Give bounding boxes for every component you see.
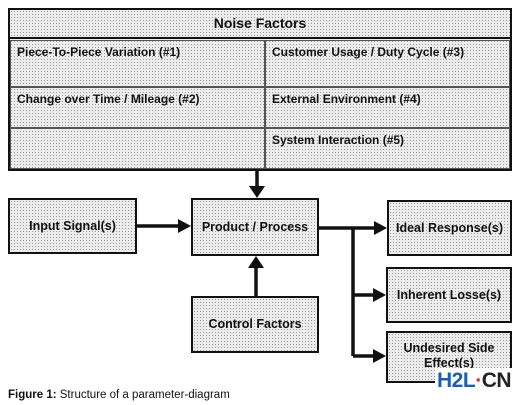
ideal-response-box: Ideal Response(s) bbox=[387, 200, 512, 256]
product-process-box: Product / Process bbox=[191, 198, 319, 256]
noise-cell-piece-to-piece: Piece-To-Piece Variation (#1) bbox=[10, 40, 265, 87]
watermark-logo: H2L · CN bbox=[435, 368, 514, 394]
input-arrowhead bbox=[178, 219, 191, 233]
noise-cell-empty bbox=[10, 128, 265, 169]
ideal-arrowhead bbox=[374, 221, 387, 235]
input-signal-box: Input Signal(s) bbox=[8, 198, 137, 254]
noise-factors-table bbox=[8, 8, 512, 171]
figure-caption-label: Figure 1: bbox=[8, 389, 57, 401]
figure-caption: Figure 1: Structure of a parameter-diagr… bbox=[8, 389, 230, 403]
control-arrowhead bbox=[248, 256, 264, 268]
noise-cell-external-environment: External Environment (#4) bbox=[265, 87, 510, 128]
noise-factors-title: Noise Factors bbox=[8, 8, 512, 39]
losses-arrowhead bbox=[373, 288, 386, 302]
noise-cell-change-over-time: Change over Time / Mileage (#2) bbox=[10, 87, 265, 128]
noise-arrowhead bbox=[249, 186, 265, 198]
inherent-losses-box: Inherent Losse(s) bbox=[386, 267, 512, 323]
side-effects-arrowhead bbox=[373, 349, 386, 363]
control-factors-box: Control Factors bbox=[191, 296, 319, 353]
watermark-dot: · bbox=[475, 369, 482, 392]
figure-caption-text: Structure of a parameter-diagram bbox=[59, 389, 230, 401]
noise-cell-system-interaction: System Interaction (#5) bbox=[265, 128, 510, 169]
watermark-cn: CN bbox=[481, 369, 512, 392]
watermark-h2l: H2L bbox=[437, 369, 476, 392]
noise-cell-customer-usage: Customer Usage / Duty Cycle (#3) bbox=[265, 40, 510, 87]
